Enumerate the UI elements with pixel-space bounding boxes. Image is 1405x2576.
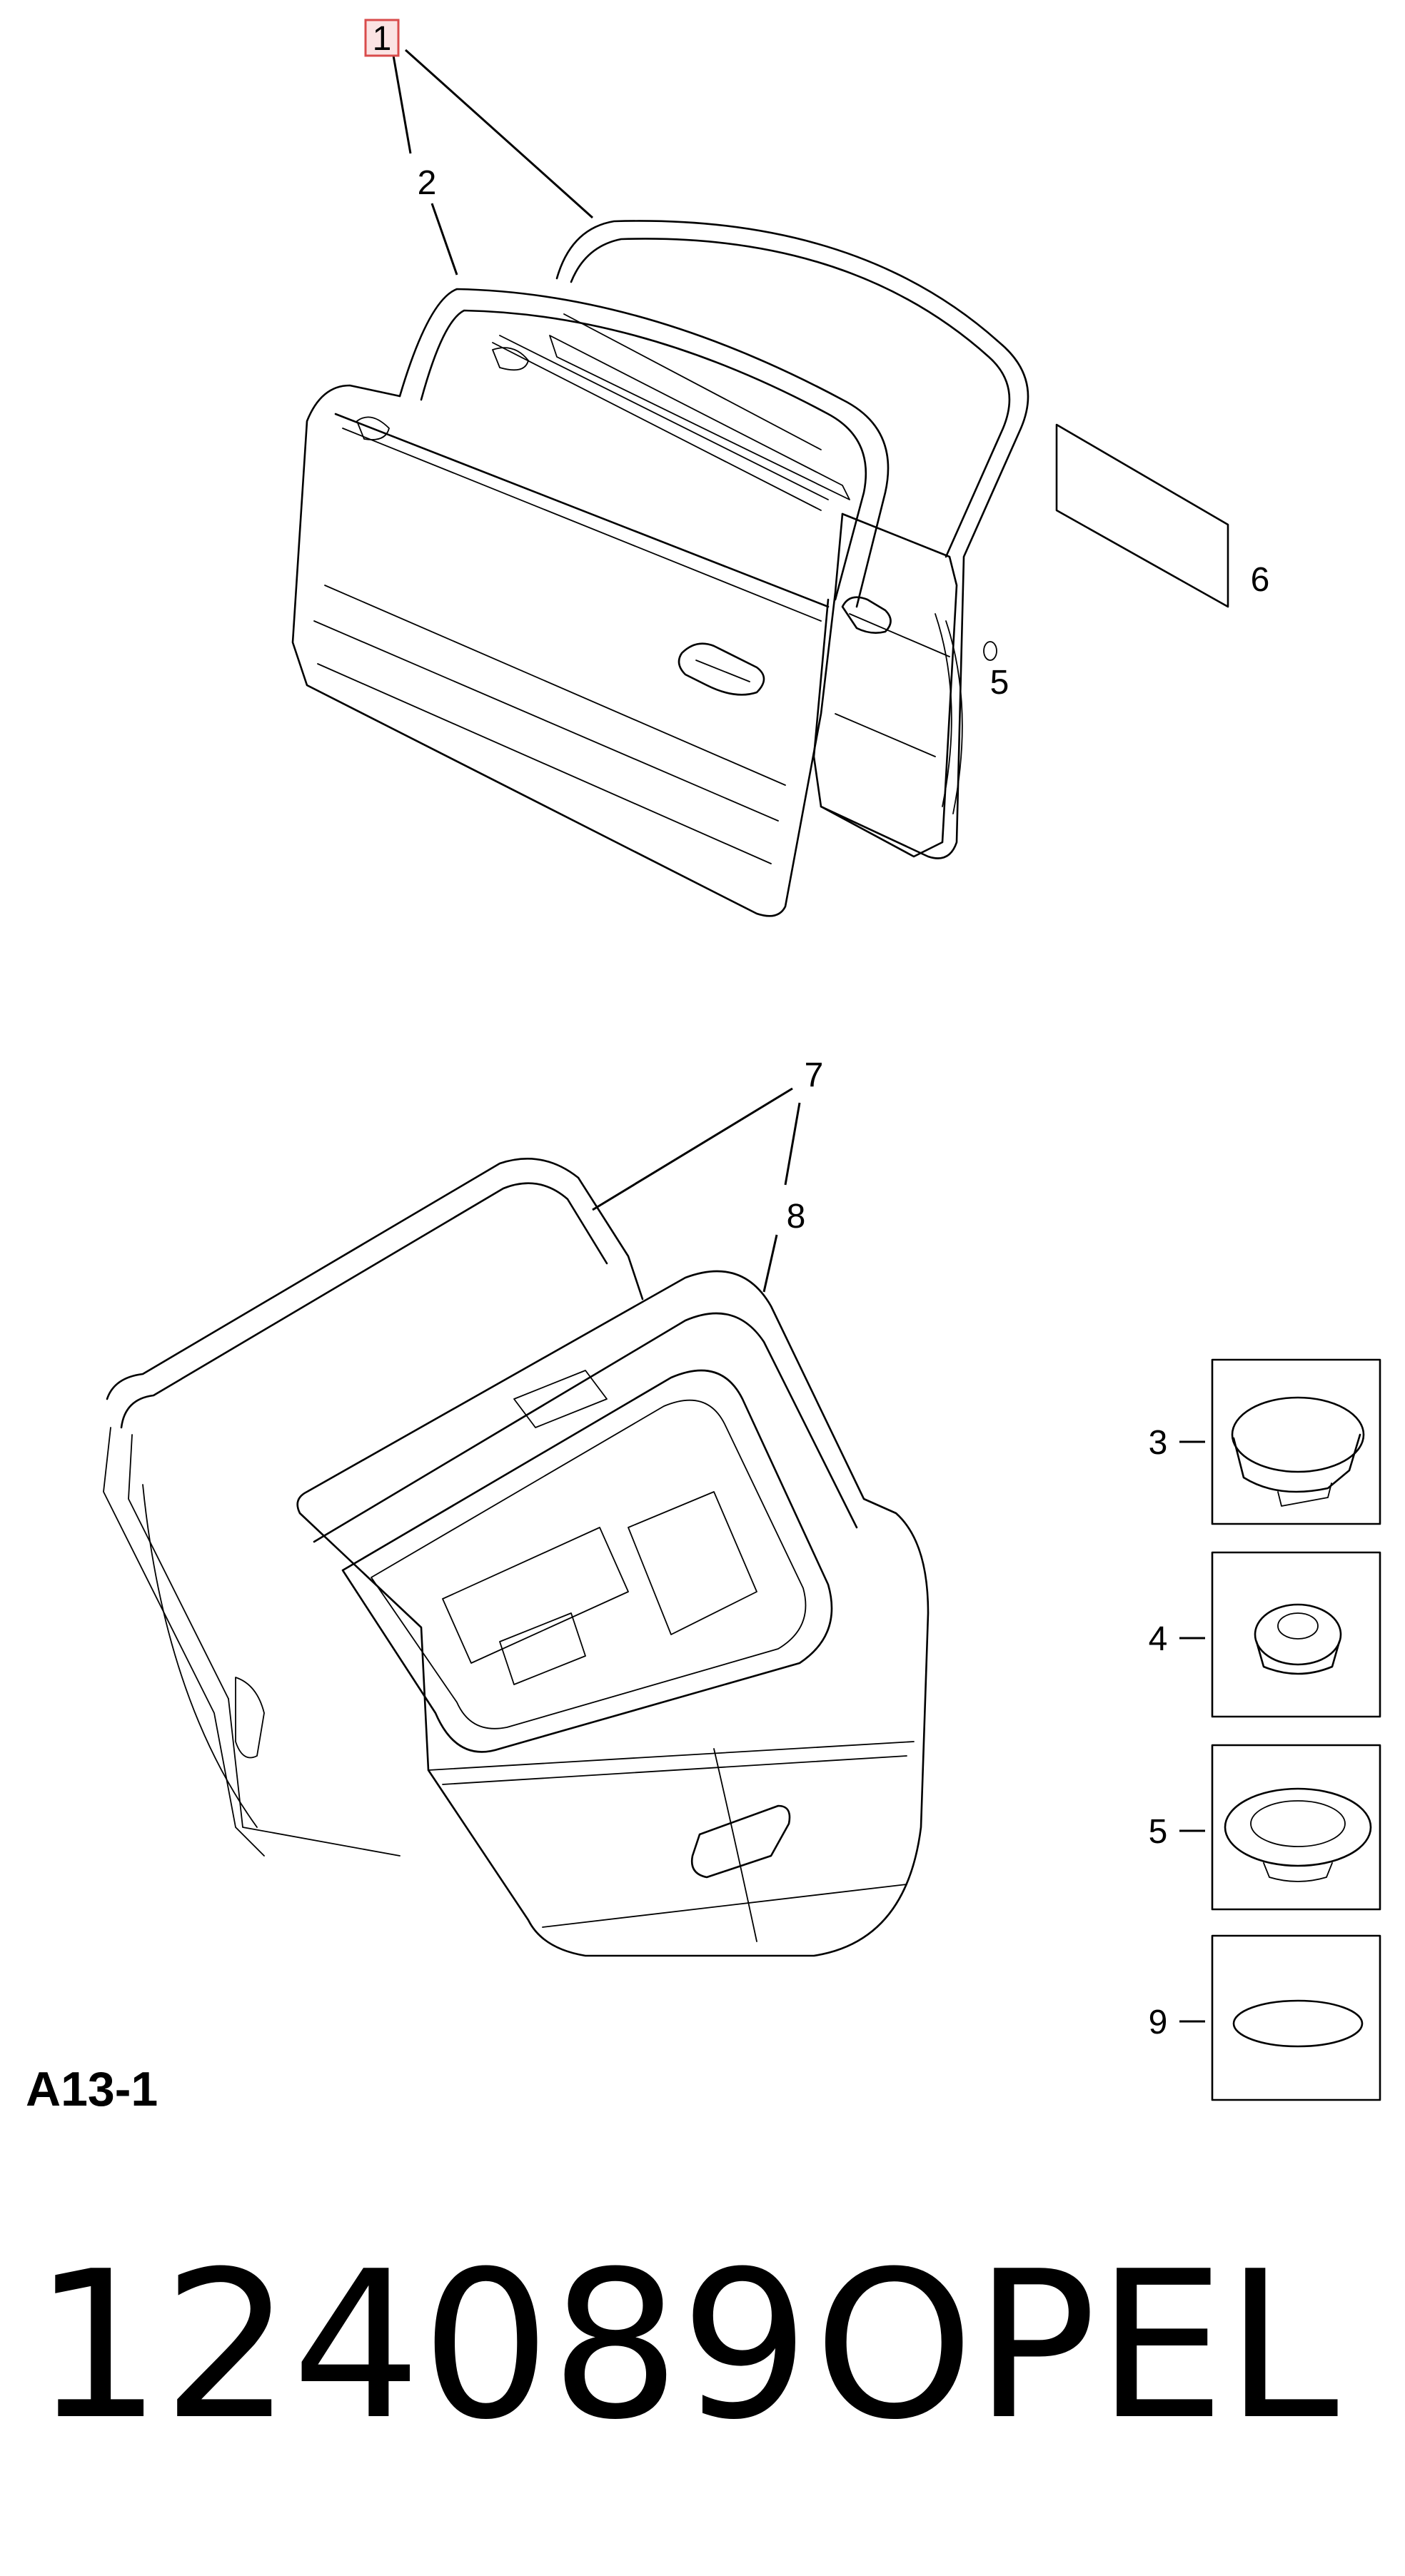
callout-labels: 1 2 5 6 7 8 3 4 5 9	[364, 19, 1270, 2041]
detail-box-plug-5	[1211, 1744, 1381, 1911]
part-number: 124089	[33, 2228, 810, 2465]
window-seal-plate	[1055, 423, 1229, 608]
callout-6[interactable]: 6	[1251, 561, 1270, 599]
detail-box-plug-4	[1211, 1551, 1381, 1718]
detail-box-plug-9	[1211, 1934, 1381, 2101]
door-clip	[983, 641, 997, 661]
callout-5-detail[interactable]: 5	[1149, 1813, 1168, 1851]
brand-name: OPEL	[814, 2228, 1339, 2465]
callout-3[interactable]: 3	[1149, 1424, 1168, 1462]
diagram-code: A13-1	[26, 2062, 158, 2116]
callout-2[interactable]: 2	[418, 164, 437, 202]
callout-7[interactable]: 7	[805, 1056, 824, 1094]
callout-1-highlight[interactable]	[364, 19, 400, 57]
callout-9[interactable]: 9	[1149, 2004, 1168, 2041]
callout-4[interactable]: 4	[1149, 1620, 1168, 1658]
tailgate-assembly-drawing	[103, 1158, 930, 1957]
callout-5-door[interactable]: 5	[990, 664, 1009, 702]
callout-1[interactable]: 1	[373, 20, 392, 58]
callout-8[interactable]: 8	[787, 1198, 806, 1236]
detail-box-plug-3	[1211, 1358, 1381, 1525]
door-assembly-drawing	[291, 220, 1029, 917]
leader-lines	[391, 49, 1205, 2023]
